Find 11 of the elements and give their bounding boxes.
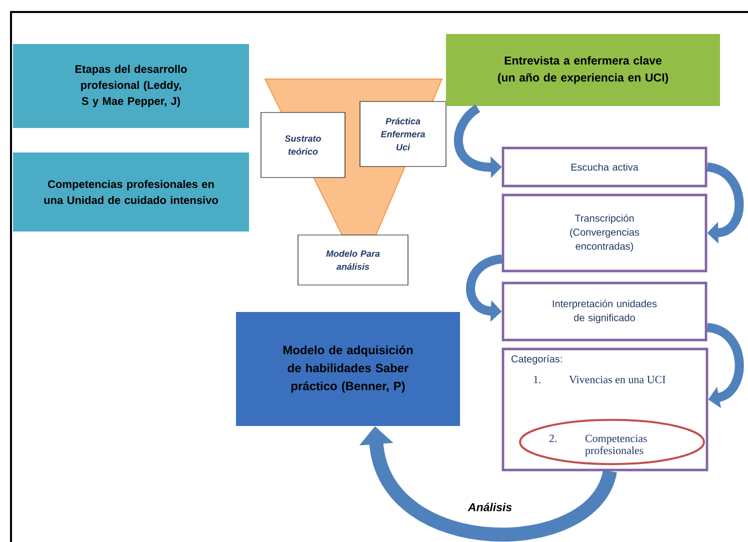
process-box: Interpretación unidades de significado [502,282,708,342]
text-box: Práctica Enfermera Uci [360,101,446,167]
edge-label: Análisis [466,502,514,512]
header-box: Entrevista a enfermera clave (un año de experiencia en UCI) [446,34,720,106]
text-box: Competencias profesionales en una Unidad de cuidado intensivo [13,152,249,232]
text-box: Etapas del desarrollo profesional (Leddy, S y Mae Pepper, J) [13,44,249,128]
process-box: Transcripción (Convergencias encontradas) [502,194,708,272]
process-box: Escucha activa [502,146,708,188]
text-box: Modelo Para análisis [298,234,408,286]
text-box: Sustrato teórico [260,112,346,178]
model-box: Modelo de adquisición de habilidades Saber práctico (Benner, P) [236,312,460,426]
